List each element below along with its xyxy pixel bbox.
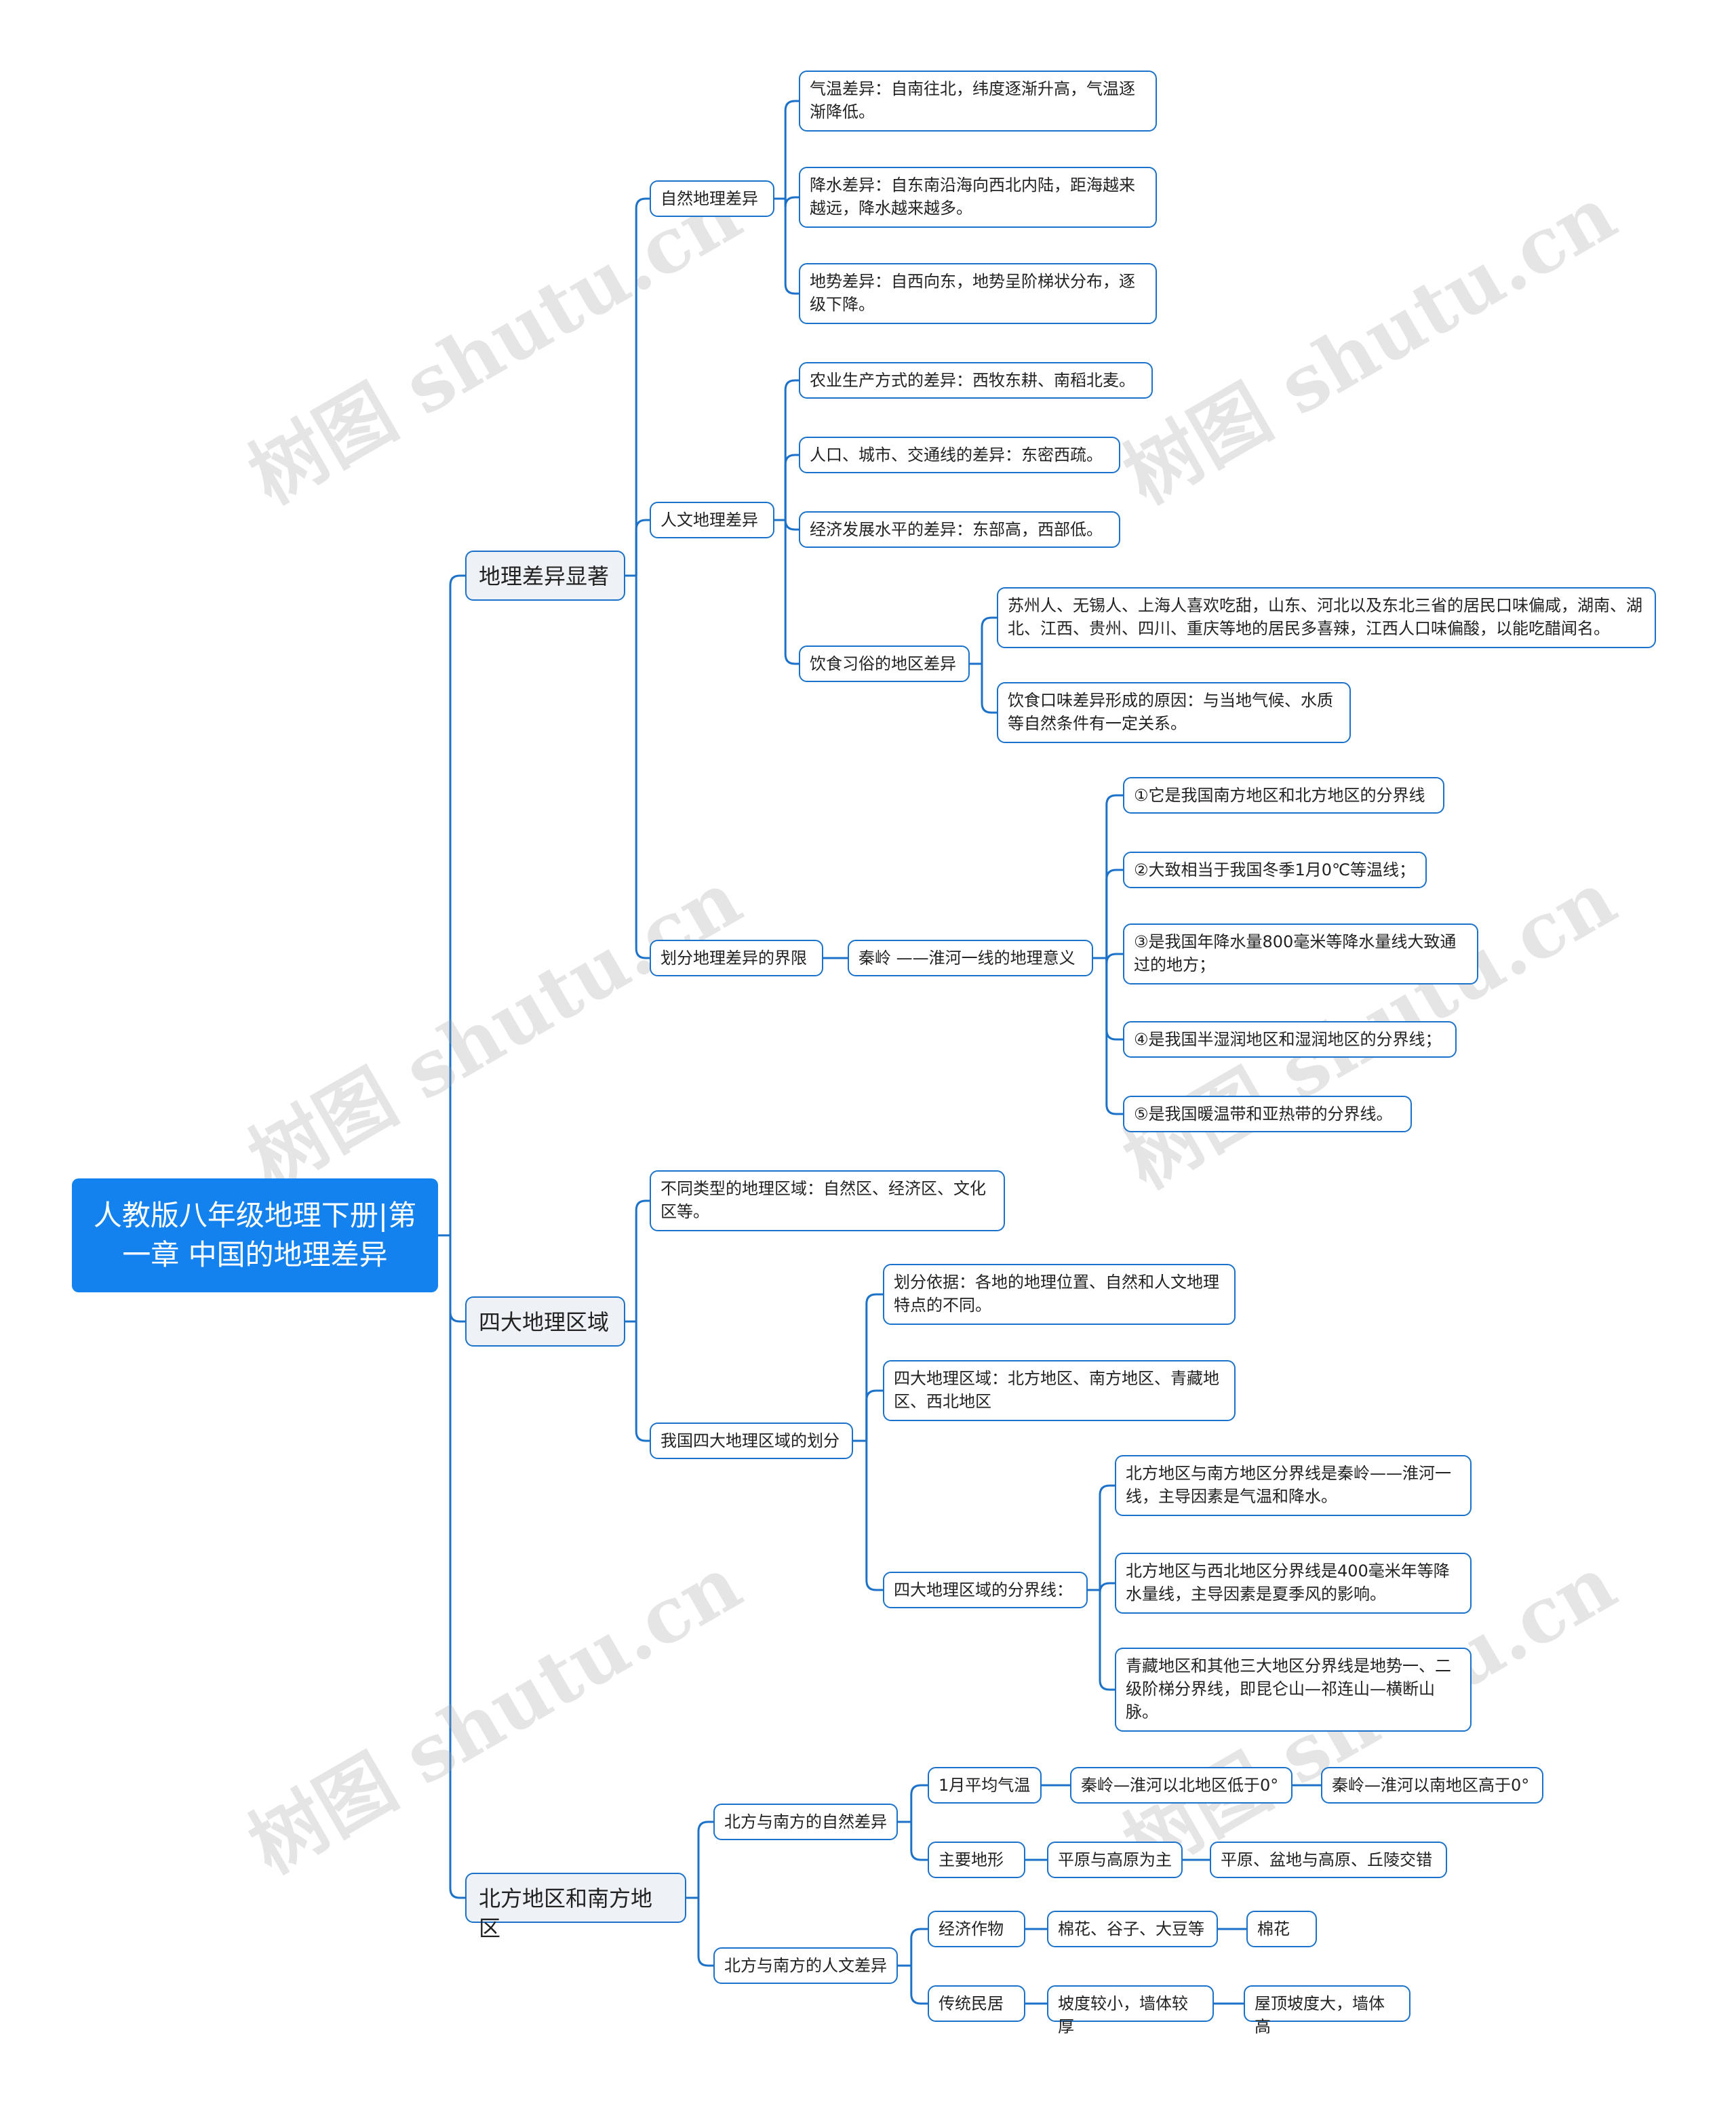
topic-north-landform[interactable]: 平原与高原为主 — [1047, 1842, 1183, 1878]
connector-line — [865, 1389, 883, 1441]
topic-human-differences[interactable]: 人文地理差异 — [650, 502, 774, 538]
connector-line — [635, 1321, 650, 1442]
topic-south-above-zero[interactable]: 秦岭—淮河以南地区高于0° — [1321, 1767, 1543, 1804]
connector-line — [865, 1441, 883, 1591]
topic-population-difference[interactable]: 人口、城市、交通线的差异：东密西疏。 — [799, 437, 1120, 473]
topic-north-below-zero[interactable]: 秦岭—淮河以北地区低于0° — [1070, 1767, 1293, 1804]
topic-boundary-north-northwest[interactable]: 北方地区与西北地区分界线是400毫米年等降水量线，主导因素是夏季风的影响。 — [1115, 1553, 1472, 1614]
connector-line — [784, 519, 799, 531]
topic-south-houses[interactable]: 屋顶坡度大，墙体高 — [1244, 1985, 1410, 2036]
connector-line — [449, 1235, 465, 1899]
connector-line — [1105, 953, 1123, 964]
topic-main-landform[interactable]: 主要地形 — [928, 1842, 1025, 1878]
topic-region-types[interactable]: 不同类型的地理区域：自然区、经济区、文化区等。 — [650, 1170, 1005, 1231]
topic-meaning-1[interactable]: ①它是我国南方地区和北方地区的分界线 — [1123, 777, 1444, 814]
topic-meaning-4[interactable]: ④是我国半湿润地区和湿润地区的分界线； — [1123, 1021, 1457, 1058]
connector-line — [784, 454, 799, 520]
topic-temperature-difference[interactable]: 气温差异：自南往北，纬度逐渐升高，气温逐渐降低。 — [799, 71, 1157, 132]
topic-geographic-differences[interactable]: 地理差异显著 — [465, 551, 625, 601]
connector-line — [635, 1199, 650, 1321]
topic-meaning-2[interactable]: ②大致相当于我国冬季1月0℃等温线； — [1123, 852, 1427, 888]
topic-region-division[interactable]: 我国四大地理区域的划分 — [650, 1423, 853, 1459]
topic-north-south[interactable]: 北方地区和南方地区 — [465, 1873, 686, 1941]
connector-line — [449, 1235, 465, 1323]
topic-division-basis[interactable]: 划分依据：各地的地理位置、自然和人文地理特点的不同。 — [883, 1264, 1236, 1325]
topic-boundary-tibet[interactable]: 青藏地区和其他三大地区分界线是地势一、二级阶梯分界线，即昆仑山—祁连山—横断山脉… — [1115, 1648, 1472, 1732]
topic-boundary-north-south[interactable]: 北方地区与南方地区分界线是秦岭——淮河一线，主导因素是气温和降水。 — [1115, 1455, 1472, 1516]
connector-line — [784, 100, 799, 199]
topic-north-crops[interactable]: 棉花、谷子、大豆等 — [1047, 1911, 1218, 1947]
topic-human-north-south[interactable]: 北方与南方的人文差异 — [713, 1947, 898, 1984]
connector-line — [1105, 794, 1123, 958]
topic-four-region-names[interactable]: 四大地理区域：北方地区、南方地区、青藏地区、西北地区 — [883, 1360, 1236, 1421]
connector-line — [635, 197, 650, 576]
connector-line — [1099, 1590, 1115, 1691]
topic-cash-crops[interactable]: 经济作物 — [928, 1911, 1025, 1947]
connector-line — [1105, 958, 1123, 1115]
topic-agriculture-difference[interactable]: 农业生产方式的差异：西牧东耕、南稻北麦。 — [799, 362, 1153, 399]
connector-line — [1099, 1484, 1115, 1590]
topic-economy-difference[interactable]: 经济发展水平的差异：东部高，西部低。 — [799, 511, 1120, 548]
topic-precipitation-difference[interactable]: 降水差异：自东南沿海向西北内陆，距海越来越远，降水越来越多。 — [799, 167, 1157, 228]
topic-jan-temperature[interactable]: 1月平均气温 — [928, 1767, 1042, 1804]
connector-line — [784, 520, 799, 665]
connector-line — [981, 616, 997, 664]
connector-line — [697, 1821, 713, 1898]
topic-diet-reason[interactable]: 饮食口味差异形成的原因：与当地气候、水质等自然条件有一定关系。 — [997, 682, 1351, 743]
topic-traditional-houses[interactable]: 传统民居 — [928, 1985, 1025, 2022]
connector-line — [635, 576, 650, 959]
connector-line — [981, 664, 997, 714]
topic-diet-detail[interactable]: 苏州人、无锡人、上海人喜欢吃甜，山东、河北以及东北三省的居民口味偏咸，湖南、湖北… — [997, 587, 1656, 648]
root-topic[interactable]: 人教版八年级地理下册|第一章 中国的地理差异 — [72, 1178, 438, 1292]
connector-line — [865, 1293, 883, 1441]
topic-natural-differences[interactable]: 自然地理差异 — [650, 180, 774, 217]
connector-line — [1105, 958, 1123, 1041]
connector-line — [784, 199, 799, 295]
connector-line — [449, 574, 465, 1235]
topic-terrain-difference[interactable]: 地势差异：自西向东，地势呈阶梯状分布，逐级下降。 — [799, 263, 1157, 324]
connector-line — [1099, 1582, 1115, 1593]
connector-line — [910, 1822, 928, 1861]
topic-four-regions[interactable]: 四大地理区域 — [465, 1296, 625, 1347]
connector-line — [784, 379, 799, 520]
connector-line — [910, 1784, 928, 1822]
topic-qinling-huaihe[interactable]: 秦岭 ——淮河一线的地理意义 — [848, 940, 1093, 976]
topic-meaning-5[interactable]: ⑤是我国暖温带和亚热带的分界线。 — [1123, 1096, 1412, 1132]
topic-natural-north-south[interactable]: 北方与南方的自然差异 — [713, 1804, 898, 1840]
topic-boundary[interactable]: 划分地理差异的界限 — [650, 940, 823, 976]
connector-line — [635, 519, 650, 576]
topic-north-houses[interactable]: 坡度较小，墙体较厚 — [1047, 1985, 1214, 2036]
topic-diet-difference[interactable]: 饮食习俗的地区差异 — [799, 645, 970, 682]
connector-line — [910, 1928, 928, 1966]
connector-line — [1105, 869, 1123, 958]
topic-region-boundaries[interactable]: 四大地理区域的分界线： — [883, 1572, 1088, 1608]
connector-line — [910, 1966, 928, 2005]
connector-line — [697, 1898, 713, 1967]
topic-south-crops[interactable]: 棉花 — [1246, 1911, 1317, 1947]
topic-south-landform[interactable]: 平原、盆地与高原、丘陵交错 — [1210, 1842, 1447, 1878]
topic-meaning-3[interactable]: ③是我国年降水量800毫米等降水量线大致通过的地方； — [1123, 923, 1478, 985]
connector-line — [784, 196, 799, 207]
